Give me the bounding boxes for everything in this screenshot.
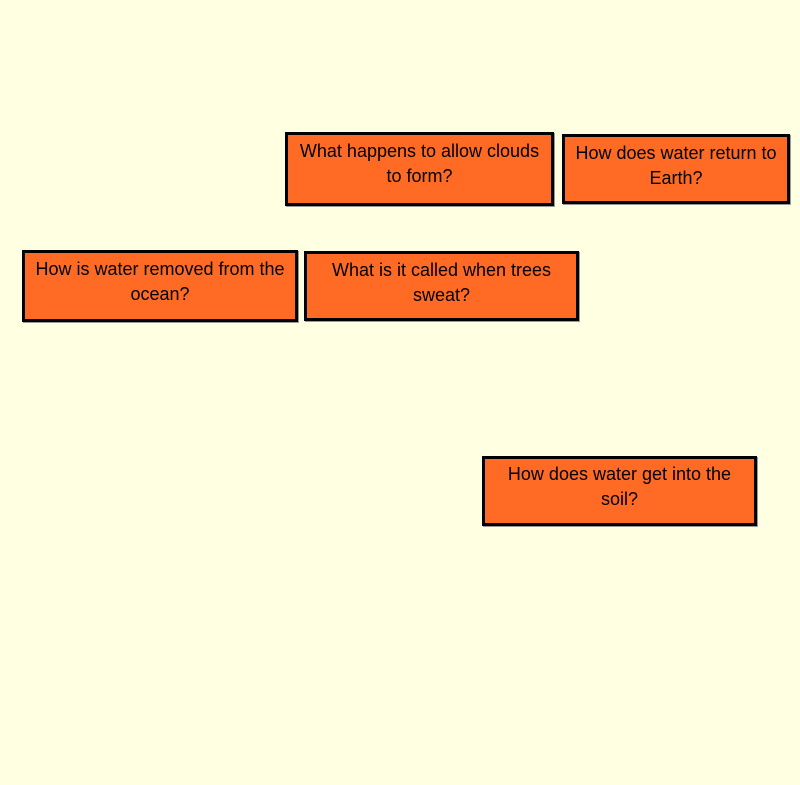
question-card-clouds[interactable]: What happens to allow clouds to form? (285, 132, 554, 206)
question-card-return-to-earth[interactable]: How does water return to Earth? (562, 134, 790, 204)
question-text: What is it called when trees sweat? (331, 260, 552, 305)
question-text: What happens to allow clouds to form? (299, 141, 540, 186)
question-card-ocean[interactable]: How is water removed from the ocean? (22, 250, 298, 322)
question-card-trees-sweat[interactable]: What is it called when trees sweat? (304, 251, 579, 321)
question-text: How does water return to Earth? (575, 143, 777, 188)
question-text: How is water removed from the ocean? (35, 259, 285, 304)
question-text: How does water get into the soil? (507, 464, 732, 509)
question-card-soil[interactable]: How does water get into the soil? (482, 456, 757, 526)
